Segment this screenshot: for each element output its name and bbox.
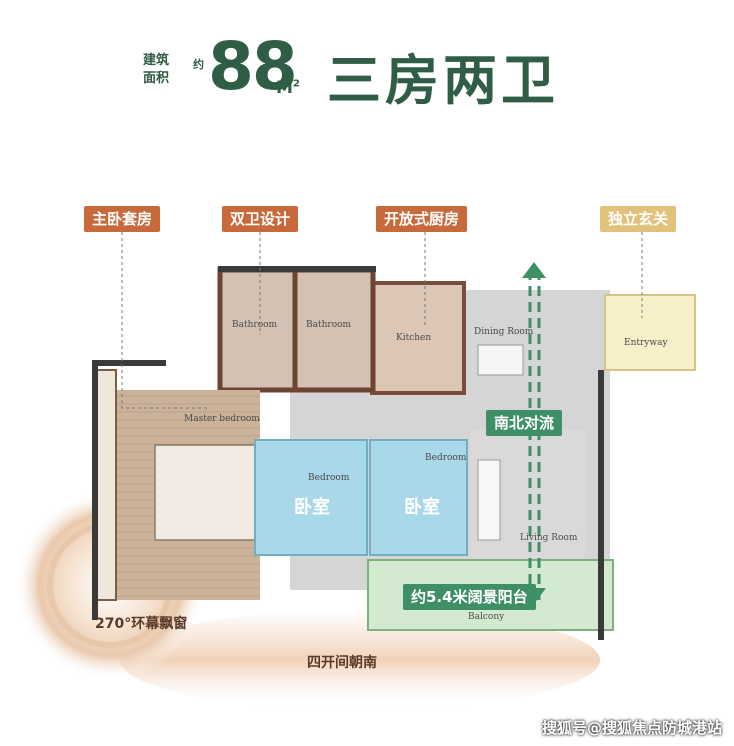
area-prefix: 约 bbox=[193, 58, 204, 71]
label-kitchen: Kitchen bbox=[396, 333, 432, 343]
wall-west bbox=[92, 360, 98, 620]
overlay-bedroom-a: 卧室 bbox=[294, 497, 330, 518]
area-label-line1: 建筑 bbox=[143, 53, 170, 68]
tag-balcony: 约5.4米阔景阳台 bbox=[403, 584, 536, 610]
overlay-bedroom-b: 卧室 bbox=[404, 497, 440, 518]
wall-bath-top bbox=[218, 266, 376, 272]
leader-lines bbox=[121, 232, 643, 409]
label-bedroom-b: Bedroom bbox=[425, 453, 467, 463]
bathroom-right-floor bbox=[292, 267, 376, 393]
tag-cross-ventilation: 南北对流 bbox=[486, 410, 563, 436]
tag-entry: 独立玄关 bbox=[600, 206, 677, 232]
wall-north-master bbox=[96, 360, 166, 366]
master-window bbox=[95, 369, 117, 601]
bedroom-b-floor bbox=[369, 439, 468, 556]
bathroom-left-floor bbox=[217, 267, 298, 393]
kitchen-floor bbox=[370, 281, 466, 395]
tag-open-kitchen: 开放式厨房 bbox=[376, 206, 468, 232]
headline: 三房两卫 bbox=[327, 49, 559, 112]
label-balcony: Balcony bbox=[468, 612, 505, 622]
label-dining: Dining Room bbox=[474, 327, 534, 337]
label-bedroom-a: Bedroom bbox=[308, 473, 350, 483]
entry-floor bbox=[604, 294, 696, 371]
label-bathroom-left: Bathroom bbox=[232, 320, 278, 330]
label-master: Master bedroom bbox=[184, 414, 260, 424]
label-entryway: Entryway bbox=[624, 338, 668, 348]
area-label: 建筑 面积 bbox=[143, 52, 195, 88]
dining-table bbox=[477, 344, 524, 376]
sofa bbox=[477, 459, 501, 541]
bedroom-a-floor bbox=[254, 439, 368, 556]
area-unit-sup: 2 bbox=[292, 78, 300, 90]
watermark: 搜狐号@搜狐焦点防城港站 bbox=[541, 719, 722, 737]
feature-bay-window: 270°环幕飘窗 bbox=[95, 616, 188, 632]
area-unit-text: M bbox=[276, 78, 293, 98]
label-living: Living Room bbox=[520, 533, 578, 543]
tag-master-suite: 主卧套房 bbox=[84, 206, 161, 232]
area-value: 88 bbox=[208, 28, 298, 105]
feature-south-facing: 四开间朝南 bbox=[307, 655, 377, 671]
area-label-line2: 面积 bbox=[143, 71, 170, 86]
south-glow bbox=[120, 610, 600, 710]
master-bed bbox=[154, 444, 256, 541]
label-bathroom-right: Bathroom bbox=[306, 320, 352, 330]
tag-double-bath: 双卫设计 bbox=[222, 206, 299, 232]
area-unit: M2 bbox=[276, 78, 300, 98]
wall-east bbox=[598, 370, 604, 640]
